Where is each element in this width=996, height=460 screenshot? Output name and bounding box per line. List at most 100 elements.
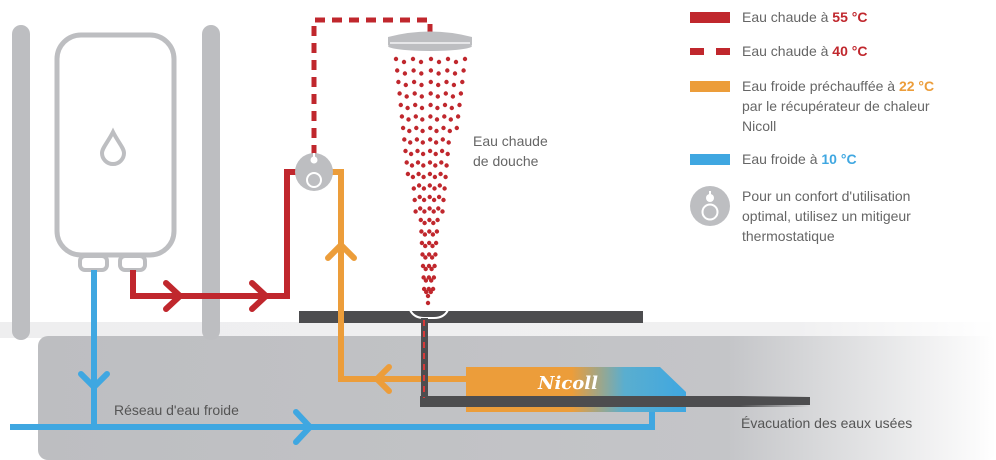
water-drop xyxy=(428,68,434,73)
water-drop xyxy=(427,160,433,165)
water-drop xyxy=(395,68,400,73)
water-drop xyxy=(415,148,420,154)
water-drop xyxy=(449,105,454,111)
water-drop xyxy=(427,194,432,200)
water-drop xyxy=(435,94,440,99)
legend-text: Eau froide à xyxy=(742,151,822,167)
water-drop xyxy=(422,220,427,226)
water-drop xyxy=(429,266,434,272)
water-drop xyxy=(400,125,406,131)
water-drop xyxy=(431,209,436,214)
water-drop xyxy=(432,263,437,269)
water-drop xyxy=(412,91,417,96)
water-drop xyxy=(428,79,433,85)
water-drop xyxy=(407,128,412,134)
water-drop xyxy=(448,117,453,122)
water-drop xyxy=(460,79,465,85)
water-drop xyxy=(439,160,444,165)
water-drop xyxy=(461,68,466,73)
water-drop xyxy=(413,114,418,119)
water-drop xyxy=(423,266,428,272)
hot-water-55-pipe xyxy=(130,169,300,312)
water-drop xyxy=(403,148,408,154)
water-drop xyxy=(450,94,456,99)
water-drop xyxy=(412,197,417,203)
water-drop xyxy=(402,137,407,142)
water-drop xyxy=(426,263,432,269)
legend-value: 10 °C xyxy=(821,151,857,167)
legend-swatch-hot-40 xyxy=(690,46,730,57)
water-drop xyxy=(432,186,437,191)
water-drop xyxy=(451,82,457,88)
water-drop xyxy=(424,289,429,295)
water-drop xyxy=(429,255,435,260)
water-drop xyxy=(446,140,451,145)
water-drop xyxy=(416,171,421,177)
water-drop xyxy=(430,243,435,249)
water-drop xyxy=(445,151,450,157)
water-drop xyxy=(420,117,425,122)
water-drop xyxy=(404,160,409,165)
water-drop xyxy=(434,117,440,122)
water-drop xyxy=(421,163,426,168)
water-drop xyxy=(411,186,416,191)
water-drop xyxy=(410,56,416,62)
wall-left xyxy=(12,25,30,340)
water-drop xyxy=(423,255,428,260)
water-drop xyxy=(419,71,424,76)
water-drop xyxy=(422,232,428,237)
preheated-water-pipe xyxy=(325,169,468,394)
water-drop xyxy=(436,206,441,211)
water-drop xyxy=(445,56,451,62)
water-drop xyxy=(409,163,415,168)
water-drop xyxy=(405,171,411,177)
water-drop xyxy=(453,59,459,65)
water-drop xyxy=(421,186,427,191)
water-drop xyxy=(436,194,442,200)
water-drop xyxy=(437,183,442,188)
thermostatic-mixer-icon xyxy=(690,186,730,226)
water-drop xyxy=(420,252,425,257)
water-drop xyxy=(419,105,425,111)
legend-item-hot-55: Eau chaude à 55 °C xyxy=(690,7,867,27)
hot-water-40-pipe xyxy=(311,17,433,155)
water-drop xyxy=(399,114,405,119)
water-drop xyxy=(430,286,436,292)
water-drop xyxy=(442,114,447,119)
water-drop xyxy=(404,94,409,99)
water-drop xyxy=(428,137,433,142)
water-drop xyxy=(428,289,433,295)
water-drop xyxy=(432,174,438,180)
water-drop xyxy=(422,209,427,214)
water-drop xyxy=(427,183,432,188)
water-drop xyxy=(393,56,399,62)
legend-item-cold: Eau froide à 10 °C xyxy=(690,149,857,169)
legend-value: 55 °C xyxy=(832,9,868,25)
legend-text-line3: Nicoll xyxy=(742,118,777,134)
water-drop xyxy=(413,102,418,108)
water-drop-icon xyxy=(99,127,127,166)
water-drop xyxy=(415,160,421,165)
water-drop xyxy=(440,137,445,142)
water-drop xyxy=(416,183,422,188)
water-drop xyxy=(428,56,434,62)
water-drop xyxy=(427,229,432,234)
water-drop xyxy=(401,59,407,65)
water-drop xyxy=(439,148,445,154)
water-drop xyxy=(442,186,447,191)
drain-label: Évacuation des eaux usées xyxy=(741,415,912,431)
water-drop xyxy=(402,71,408,76)
water-drop xyxy=(423,243,428,249)
shower-floor xyxy=(299,311,643,323)
thermostatic-mixer-icon[interactable] xyxy=(295,153,333,191)
shower-head-icon xyxy=(388,31,472,51)
water-drop xyxy=(430,232,436,237)
legend-text: Eau froide préchauffée à xyxy=(742,78,899,94)
water-drop xyxy=(445,68,450,73)
water-drop xyxy=(420,128,425,134)
water-drop xyxy=(428,91,433,96)
water-drop xyxy=(452,71,458,76)
legend-mixer-line1: Pour un confort d'utilisation xyxy=(742,188,911,204)
legend-mixer-line3: thermostatique xyxy=(742,228,835,244)
